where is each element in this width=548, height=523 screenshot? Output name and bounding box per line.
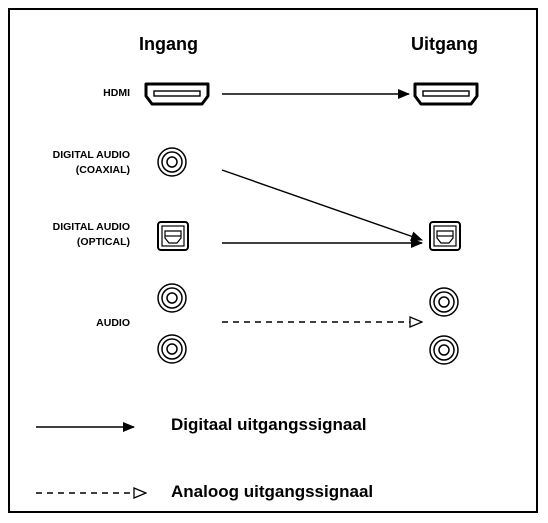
audio-label: AUDIO: [96, 317, 130, 329]
optical-input-icon: [157, 221, 189, 251]
diagram-frame: [8, 8, 538, 513]
audio-input-bottom-icon: [157, 334, 187, 364]
audio-output-top-icon: [429, 287, 459, 317]
optical-label: DIGITAL AUDIO (OPTICAL): [52, 221, 130, 248]
audio-input-top-icon: [157, 283, 187, 313]
coaxial-arrow: [221, 169, 423, 242]
legend-analog-label: Analoog uitgangssignaal: [171, 482, 374, 501]
hdmi-label: HDMI: [103, 87, 130, 99]
coaxial-input-icon: [157, 147, 187, 177]
optical-output-icon: [429, 221, 461, 251]
legend-digital-label: Digitaal uitgangssignaal: [171, 415, 367, 434]
output-header: Uitgang: [411, 34, 478, 54]
input-header: Ingang: [139, 34, 198, 54]
hdmi-output-icon: [413, 82, 479, 106]
coaxial-label: DIGITAL AUDIO (COAXIAL): [52, 149, 130, 176]
audio-output-bottom-icon: [429, 335, 459, 365]
hdmi-input-icon: [144, 82, 210, 106]
